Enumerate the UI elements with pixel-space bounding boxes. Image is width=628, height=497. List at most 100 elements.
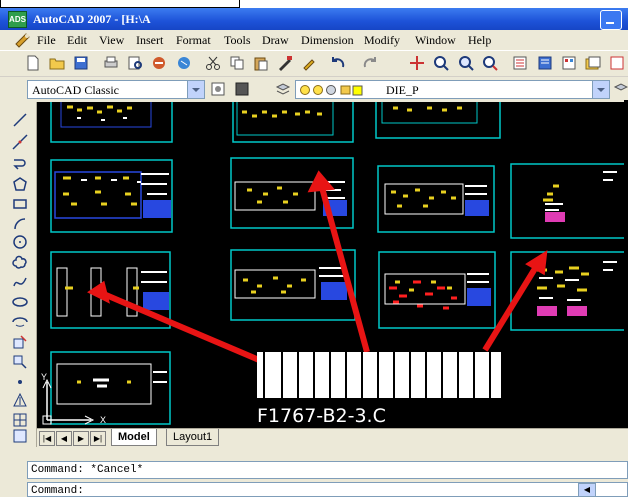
barcode-caption: F1767-B2-3.C (257, 405, 386, 427)
title-bar: ADS AutoCAD 2007 - [H:\A (0, 8, 628, 30)
new-file-icon[interactable] (25, 55, 41, 71)
menu-modify[interactable]: Modify (364, 33, 400, 47)
command-prompt-input[interactable]: Command: (27, 482, 628, 497)
minimize-button[interactable] (600, 10, 622, 30)
markup-set-icon[interactable] (609, 55, 625, 71)
arc-icon[interactable] (12, 216, 28, 232)
cut-icon[interactable] (205, 55, 221, 71)
menu-help[interactable]: Help (468, 33, 492, 47)
undo-icon[interactable] (330, 55, 346, 71)
ucs-icon: X Y (41, 372, 106, 425)
menu-insert[interactable]: Insert (136, 33, 164, 47)
pan-icon[interactable] (409, 55, 425, 71)
rectangle-icon[interactable] (12, 196, 28, 212)
top-strip (0, 0, 628, 8)
chevron-down-icon[interactable] (187, 81, 204, 98)
hatch-icon[interactable] (12, 392, 28, 408)
svg-text:Y: Y (41, 372, 47, 382)
menu-icon[interactable] (14, 32, 32, 48)
make-block-icon[interactable] (12, 354, 28, 370)
circle-icon[interactable] (12, 234, 28, 250)
ellipse-icon[interactable] (12, 294, 28, 310)
menu-view[interactable]: View (99, 33, 125, 47)
properties-icon[interactable] (512, 55, 528, 71)
menu-dimension[interactable]: Dimension (301, 33, 354, 47)
plot-preview-icon[interactable] (127, 55, 143, 71)
make-current-layer-icon[interactable] (613, 81, 628, 97)
menu-draw[interactable]: Draw (262, 33, 289, 47)
zoom-window-icon[interactable] (458, 55, 474, 71)
ellipse-arc-icon[interactable] (12, 314, 28, 330)
gradient-icon[interactable] (12, 412, 28, 428)
drawing-frame (510, 251, 628, 331)
copy-icon[interactable] (229, 55, 245, 71)
drawing-frame (375, 102, 501, 139)
polygon-icon[interactable] (12, 176, 28, 192)
drawing-frame (378, 251, 496, 329)
standard-toolbar (0, 50, 628, 77)
right-edge (624, 100, 628, 440)
menu-tools[interactable]: Tools (224, 33, 251, 47)
paste-icon[interactable] (253, 55, 269, 71)
draw-toolbar (0, 102, 37, 447)
point-icon[interactable] (12, 374, 28, 390)
print-icon[interactable] (103, 55, 119, 71)
menu-file[interactable]: File (37, 33, 56, 47)
my-workspace-icon[interactable] (234, 81, 250, 97)
open-folder-icon[interactable] (49, 55, 65, 71)
menu-format[interactable]: Format (176, 33, 211, 47)
command-window: Command: *Cancel* Command: ◀ (0, 447, 628, 497)
prev-tab-button[interactable]: ◀ (56, 431, 72, 446)
menu-edit[interactable]: Edit (67, 33, 87, 47)
drawing-frame (232, 102, 354, 143)
command-history: Command: *Cancel* (27, 461, 628, 479)
workspace-toolbar: AutoCAD Classic DIE_P (0, 76, 628, 103)
design-center-icon[interactable] (537, 55, 553, 71)
insert-block-icon[interactable] (12, 334, 28, 350)
menu-window[interactable]: Window (415, 33, 456, 47)
zoom-previous-icon[interactable] (482, 55, 498, 71)
publish-icon[interactable] (151, 55, 167, 71)
barcode (257, 352, 501, 398)
drawing-frame (50, 102, 173, 143)
last-tab-button[interactable]: ▶| (90, 431, 106, 446)
workspace-value: AutoCAD Classic (32, 83, 119, 97)
first-tab-button[interactable]: |◀ (39, 431, 55, 446)
scroll-left-icon[interactable]: ◀ (578, 483, 596, 497)
workspace-settings-icon[interactable] (210, 81, 226, 97)
drawing-frame (230, 249, 356, 321)
layer-select[interactable]: DIE_P (295, 80, 610, 99)
svg-text:X: X (100, 415, 106, 425)
tool-palettes-icon[interactable] (561, 55, 577, 71)
region-icon[interactable] (12, 428, 28, 444)
tab-layout1[interactable]: Layout1 (166, 429, 220, 446)
line-icon[interactable] (12, 112, 28, 128)
drawing-canvas[interactable]: X Y (37, 102, 628, 428)
tab-model[interactable]: Model (111, 429, 157, 446)
drawing-frame (50, 159, 173, 233)
workspace-select[interactable]: AutoCAD Classic (27, 80, 205, 99)
autocad-app-icon[interactable]: ADS (8, 11, 27, 28)
layer-properties-icon[interactable] (275, 81, 291, 97)
redo-icon[interactable] (362, 55, 378, 71)
save-icon[interactable] (73, 55, 89, 71)
zoom-realtime-icon[interactable] (433, 55, 449, 71)
polyline-icon[interactable] (12, 156, 28, 172)
layer-name: DIE_P (386, 83, 419, 97)
revision-cloud-icon[interactable] (12, 254, 28, 270)
spline-icon[interactable] (12, 274, 28, 290)
drawing-view: X Y (41, 102, 628, 427)
layout-tab-bar: |◀ ◀ ▶ ▶| Model Layout1 (37, 428, 628, 447)
next-tab-button[interactable]: ▶ (73, 431, 89, 446)
annotation-arrows (87, 170, 548, 363)
menu-bar: File Edit View Insert Format Tools Draw … (0, 30, 628, 50)
drawing-frame (230, 157, 354, 229)
construction-line-icon[interactable] (12, 134, 28, 150)
sheet-set-icon[interactable] (585, 55, 601, 71)
3d-dwf-icon[interactable] (176, 55, 192, 71)
chevron-down-icon[interactable] (592, 81, 609, 98)
block-editor-icon[interactable] (301, 55, 317, 71)
match-properties-icon[interactable] (277, 55, 293, 71)
drawing-frame (50, 351, 171, 425)
